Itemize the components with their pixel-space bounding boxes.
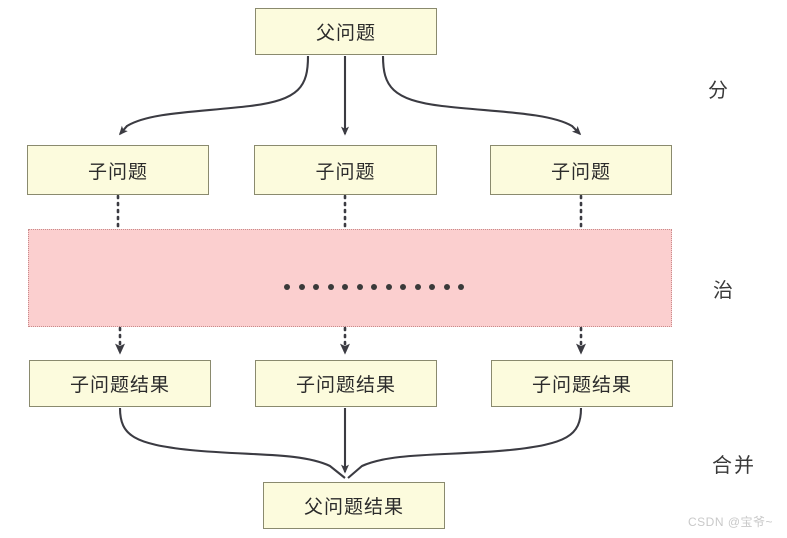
stage-label-divide: 分 <box>708 80 730 102</box>
watermark: CSDN @宝爷~ <box>688 515 774 529</box>
conquer-region <box>28 229 672 327</box>
ellipsis-dot <box>298 284 305 290</box>
edge-parent-to-sub-left <box>118 55 310 136</box>
node-sub-result-middle[interactable]: 子问题结果 <box>255 360 437 407</box>
stage-label-merge: 合并 <box>712 455 756 477</box>
ellipsis-dot <box>458 284 464 290</box>
ellipsis-dot <box>327 284 334 290</box>
ellipsis-dots <box>284 284 464 290</box>
ellipsis-dot <box>400 284 406 290</box>
ellipsis-dot <box>356 284 363 290</box>
edge-parent-to-sub-right <box>381 55 582 136</box>
node-sub-problem-left[interactable]: 子问题 <box>27 145 209 195</box>
node-sub-problem-middle[interactable]: 子问题 <box>254 145 437 195</box>
ellipsis-dot <box>443 284 450 290</box>
ellipsis-dot <box>284 284 290 290</box>
node-sub-problem-right[interactable]: 子问题 <box>490 145 672 195</box>
ellipsis-dot <box>414 284 421 290</box>
edge-result-right-to-parent-result <box>347 407 583 479</box>
ellipsis-dot <box>385 284 392 290</box>
node-sub-result-right[interactable]: 子问题结果 <box>491 360 673 407</box>
ellipsis-dot <box>429 284 435 290</box>
node-parent-problem[interactable]: 父问题 <box>255 8 437 55</box>
stage-label-conquer: 治 <box>713 280 735 302</box>
node-sub-result-left[interactable]: 子问题结果 <box>29 360 211 407</box>
ellipsis-dot <box>371 284 377 290</box>
ellipsis-dot <box>313 284 319 290</box>
edge-result-left-to-parent-result <box>118 407 346 479</box>
ellipsis-dot <box>342 284 348 290</box>
node-parent-result[interactable]: 父问题结果 <box>263 482 445 529</box>
